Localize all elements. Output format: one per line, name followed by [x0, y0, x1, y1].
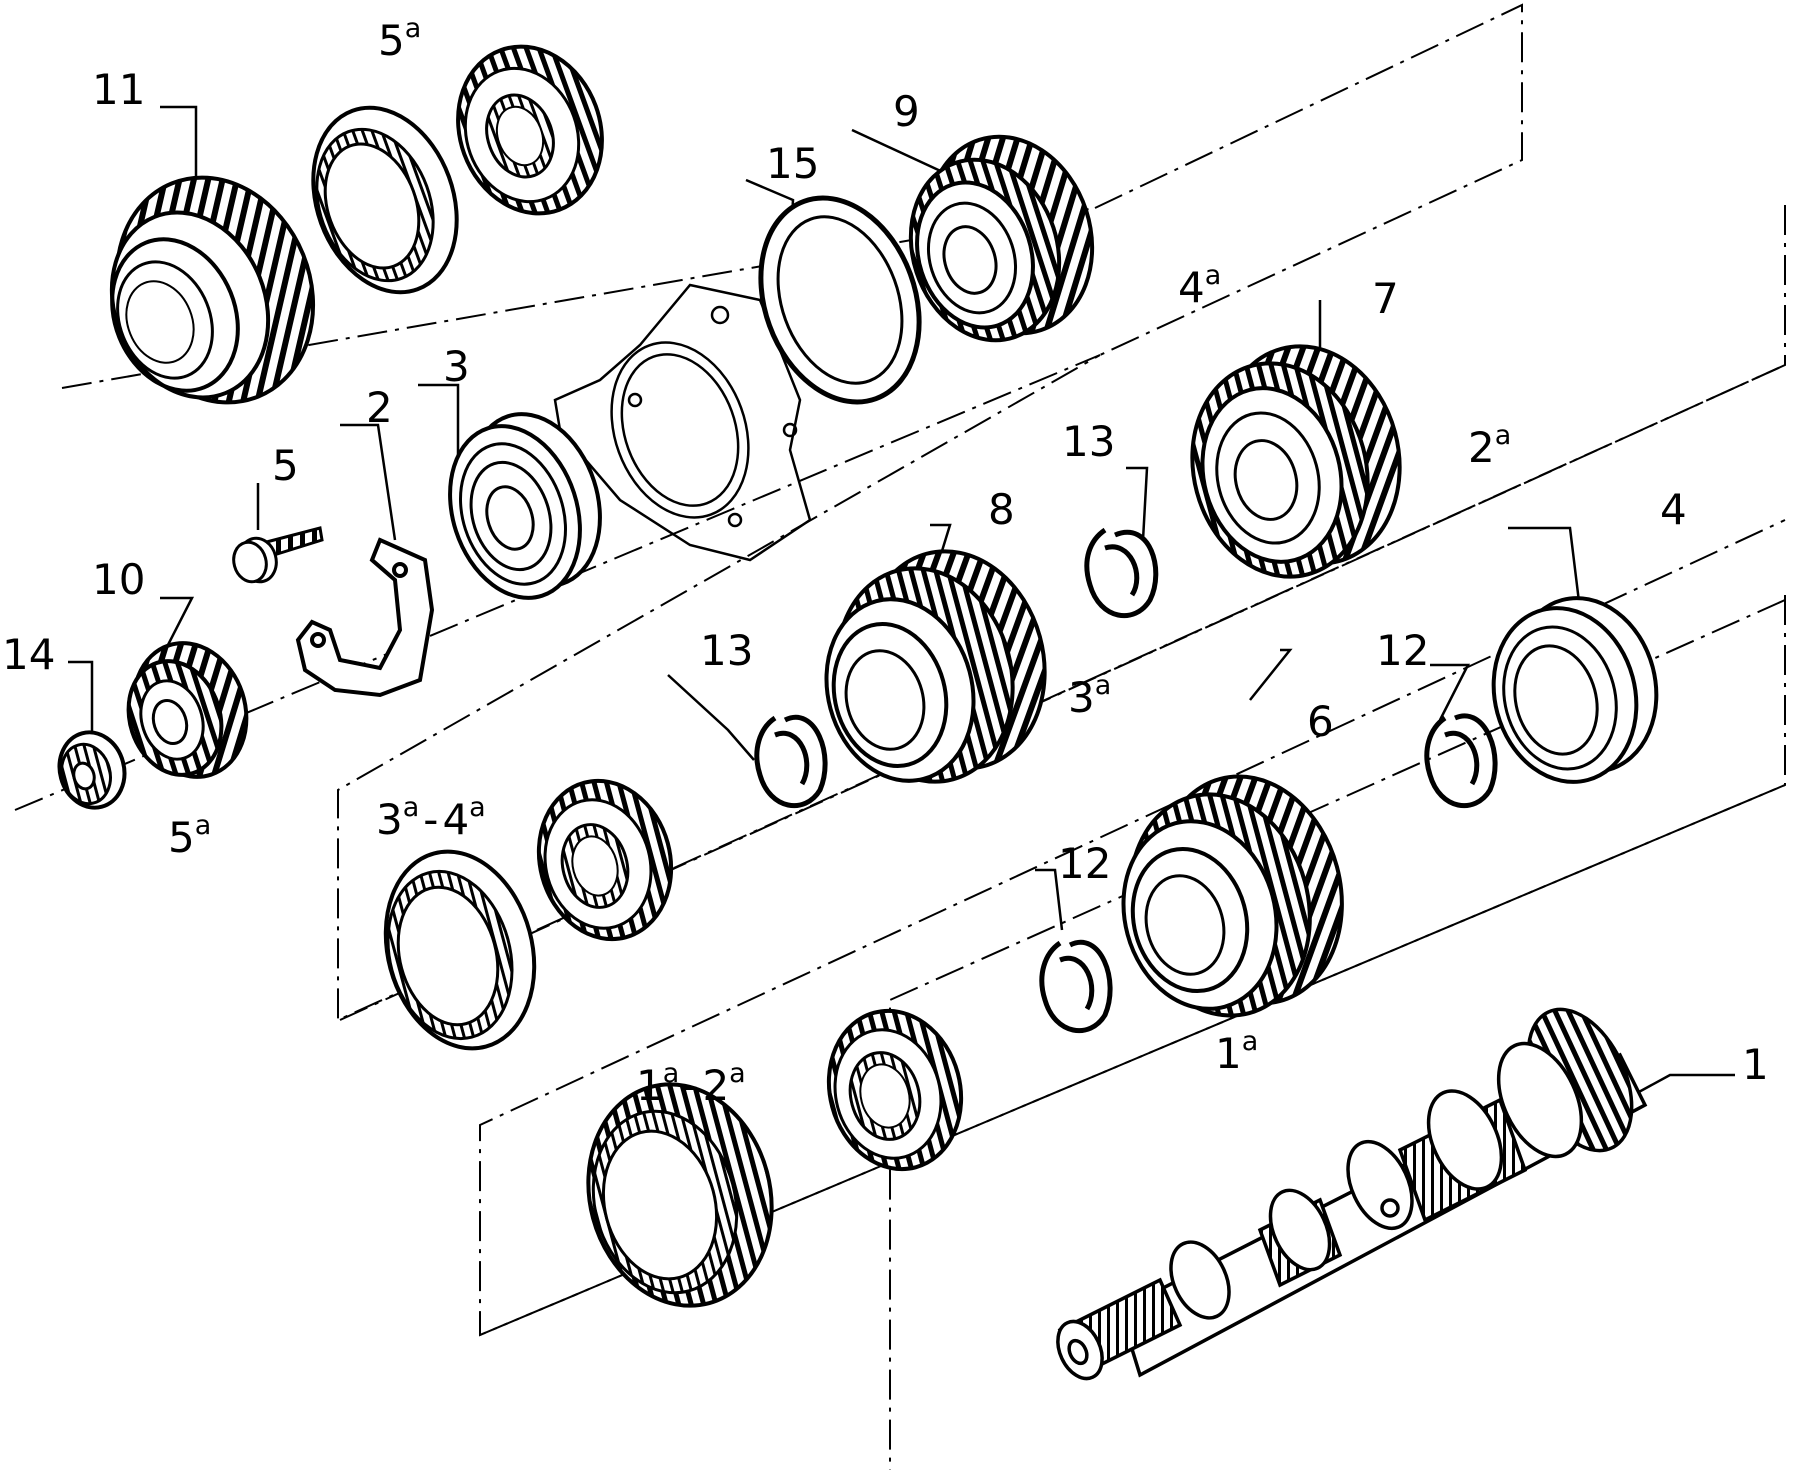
part-number-labels: 11 9 15 3 2 5 13 7 4 8 10 14 13 12 6 12 …: [2, 65, 1769, 1089]
sync34-hub: [536, 778, 674, 942]
part-1-input-shaft: [1056, 1007, 1648, 1381]
fifth-synchro-hub: [456, 44, 604, 216]
label-fourth: 4a: [1178, 260, 1221, 312]
part-10-small-gear: [126, 641, 249, 779]
part-12-circlip-lower: [1039, 940, 1113, 1033]
label-second: 2a: [1468, 420, 1511, 472]
label-sync-34: 3a-4a: [376, 792, 486, 844]
label-third: 3a: [1068, 670, 1111, 722]
part-7-second-gear: [1190, 344, 1402, 579]
label-sync-12: 1a-2a: [636, 1058, 746, 1110]
part-12-circlip-upper: [1424, 713, 1498, 808]
part-4-bearing: [1491, 596, 1659, 784]
label-part-10: 10: [92, 555, 145, 604]
sync34-boundary: [337, 205, 1786, 1022]
part-2-retaining-plate: [295, 537, 435, 698]
label-part-1: 1: [1742, 1040, 1769, 1089]
part-13-circlip-lower: [754, 715, 828, 808]
intermediate-plate: [553, 283, 812, 562]
sync12-sleeve: [586, 1082, 774, 1308]
label-part-6: 6: [1307, 697, 1334, 746]
part-9-fourth-gear: [908, 134, 1095, 343]
part-3-bearing: [448, 412, 602, 600]
part-13-circlip-upper: [1084, 527, 1159, 618]
label-part-4: 4: [1660, 485, 1687, 534]
part-11-gear: [109, 175, 316, 405]
bottom-axis: [479, 784, 1786, 1336]
sync34-sleeve: [383, 849, 537, 1051]
fifth-synchro-sleeve: [311, 105, 459, 295]
label-part-15: 15: [766, 139, 819, 188]
label-part-3: 3: [443, 342, 470, 391]
label-part-12-lower: 12: [1058, 839, 1111, 888]
label-part-13-lower: 13: [700, 626, 753, 675]
part-15-thrust-washer: [758, 195, 922, 405]
gear-ordinal-labels: 5a 4a 2a 3a 5a 1a 3a-4a 1a-2a: [168, 13, 1511, 1110]
part-14-nut: [57, 730, 127, 810]
label-part-12-upper: 12: [1376, 626, 1429, 675]
label-first: 1a: [1215, 1026, 1258, 1078]
part-6-first-gear: [1121, 774, 1344, 1018]
label-fifth-bottom: 5a: [168, 810, 211, 862]
upper-shaft-boundary: [1094, 3, 1523, 356]
part-5-bolt: [232, 526, 324, 584]
sync12-hub: [826, 1008, 964, 1172]
label-part-11: 11: [92, 65, 145, 114]
label-part-13-upper: 13: [1062, 417, 1115, 466]
label-part-14: 14: [2, 630, 55, 679]
label-part-9: 9: [893, 87, 920, 136]
label-part-7: 7: [1372, 274, 1399, 323]
label-part-2: 2: [366, 383, 393, 432]
label-fifth-top: 5a: [378, 13, 421, 65]
label-part-8: 8: [988, 485, 1015, 534]
part-8-third-gear: [824, 549, 1047, 784]
label-part-5: 5: [272, 441, 299, 490]
